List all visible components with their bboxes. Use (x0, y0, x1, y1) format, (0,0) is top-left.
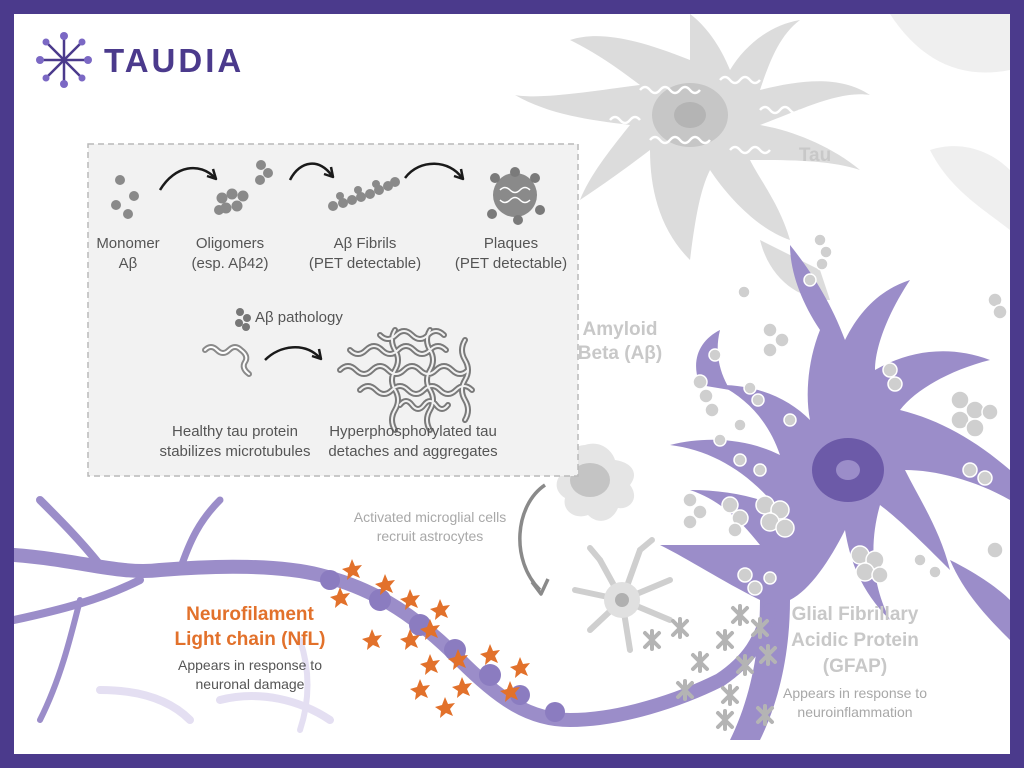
stage-plaques-label: Plaques(PET detectable) (454, 235, 568, 272)
stage-arrows (158, 162, 465, 361)
oligomer-icon (214, 160, 273, 215)
stage-oligomers-label: Oligomers(esp. Aβ42) (191, 235, 269, 272)
plaque-icon (487, 167, 545, 225)
tau-label: Tau (798, 145, 832, 166)
tau-tangles (609, 75, 881, 205)
brand-name: TAUDIA (104, 42, 245, 79)
fibril-icon (328, 177, 400, 211)
axon (14, 496, 777, 733)
taudia-logo-icon (36, 32, 92, 88)
illustration (14, 14, 1010, 740)
amyloid-plaques (682, 233, 1008, 596)
abeta-pathology-label: Aβ pathology (255, 309, 343, 326)
purple-neuron (660, 245, 1010, 740)
microglia-arrow (518, 483, 547, 592)
stage-fibrils-label: Aβ Fibrils(PET detectable) (308, 235, 422, 272)
abeta-pathology-icon (235, 308, 251, 331)
hyper-tau-icon (337, 327, 475, 433)
background-cell-right (890, 14, 1010, 230)
monomer-icon (111, 175, 139, 219)
